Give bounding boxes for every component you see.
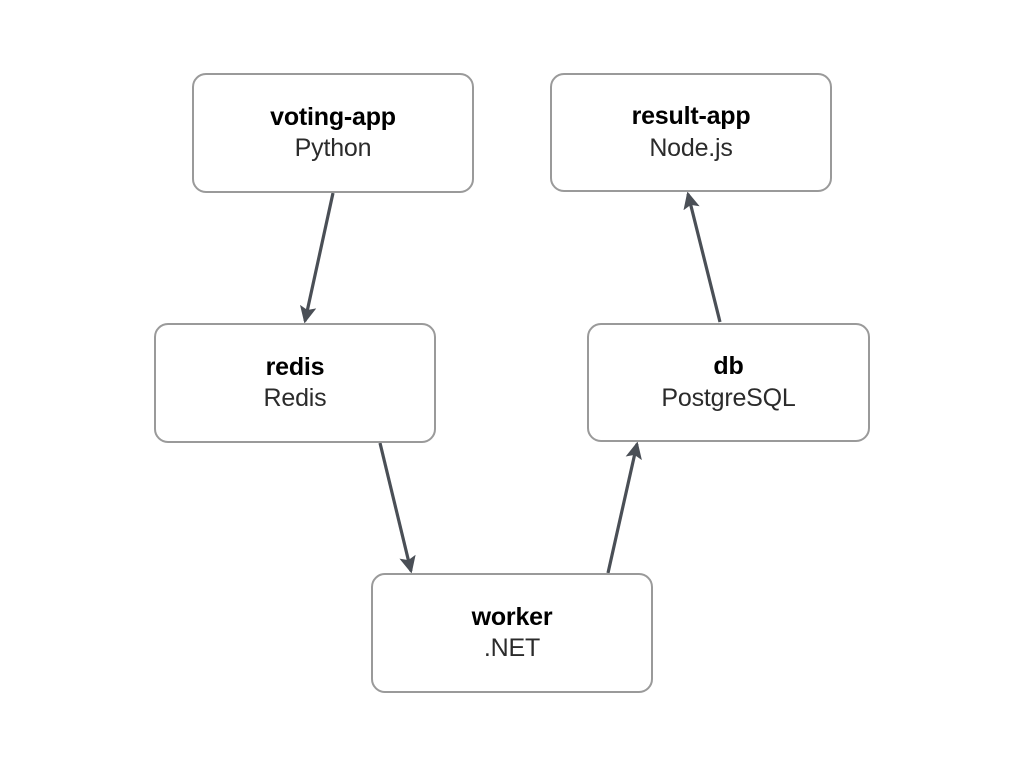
- node-title: db: [713, 352, 744, 380]
- node-title: worker: [471, 602, 553, 631]
- node-voting-app[interactable]: voting-app Python: [192, 73, 474, 193]
- edge-voting-app-to-redis: [300, 192, 335, 324]
- node-db[interactable]: db PostgreSQL: [587, 323, 870, 442]
- node-result-app[interactable]: result-app Node.js: [550, 73, 832, 192]
- node-worker[interactable]: worker .NET: [371, 573, 653, 693]
- node-title: result-app: [631, 102, 751, 130]
- node-subtitle: PostgreSQL: [661, 383, 796, 412]
- node-title: redis: [265, 352, 325, 381]
- edge-worker-to-db: [606, 441, 642, 574]
- edge-db-to-result-app: [683, 191, 722, 323]
- node-subtitle: .NET: [483, 634, 541, 662]
- node-subtitle: Node.js: [649, 133, 733, 162]
- node-subtitle: Python: [294, 134, 372, 162]
- node-redis[interactable]: redis Redis: [154, 323, 436, 443]
- edge-redis-to-worker: [378, 442, 416, 574]
- node-title: voting-app: [270, 102, 396, 131]
- node-subtitle: Redis: [263, 384, 327, 412]
